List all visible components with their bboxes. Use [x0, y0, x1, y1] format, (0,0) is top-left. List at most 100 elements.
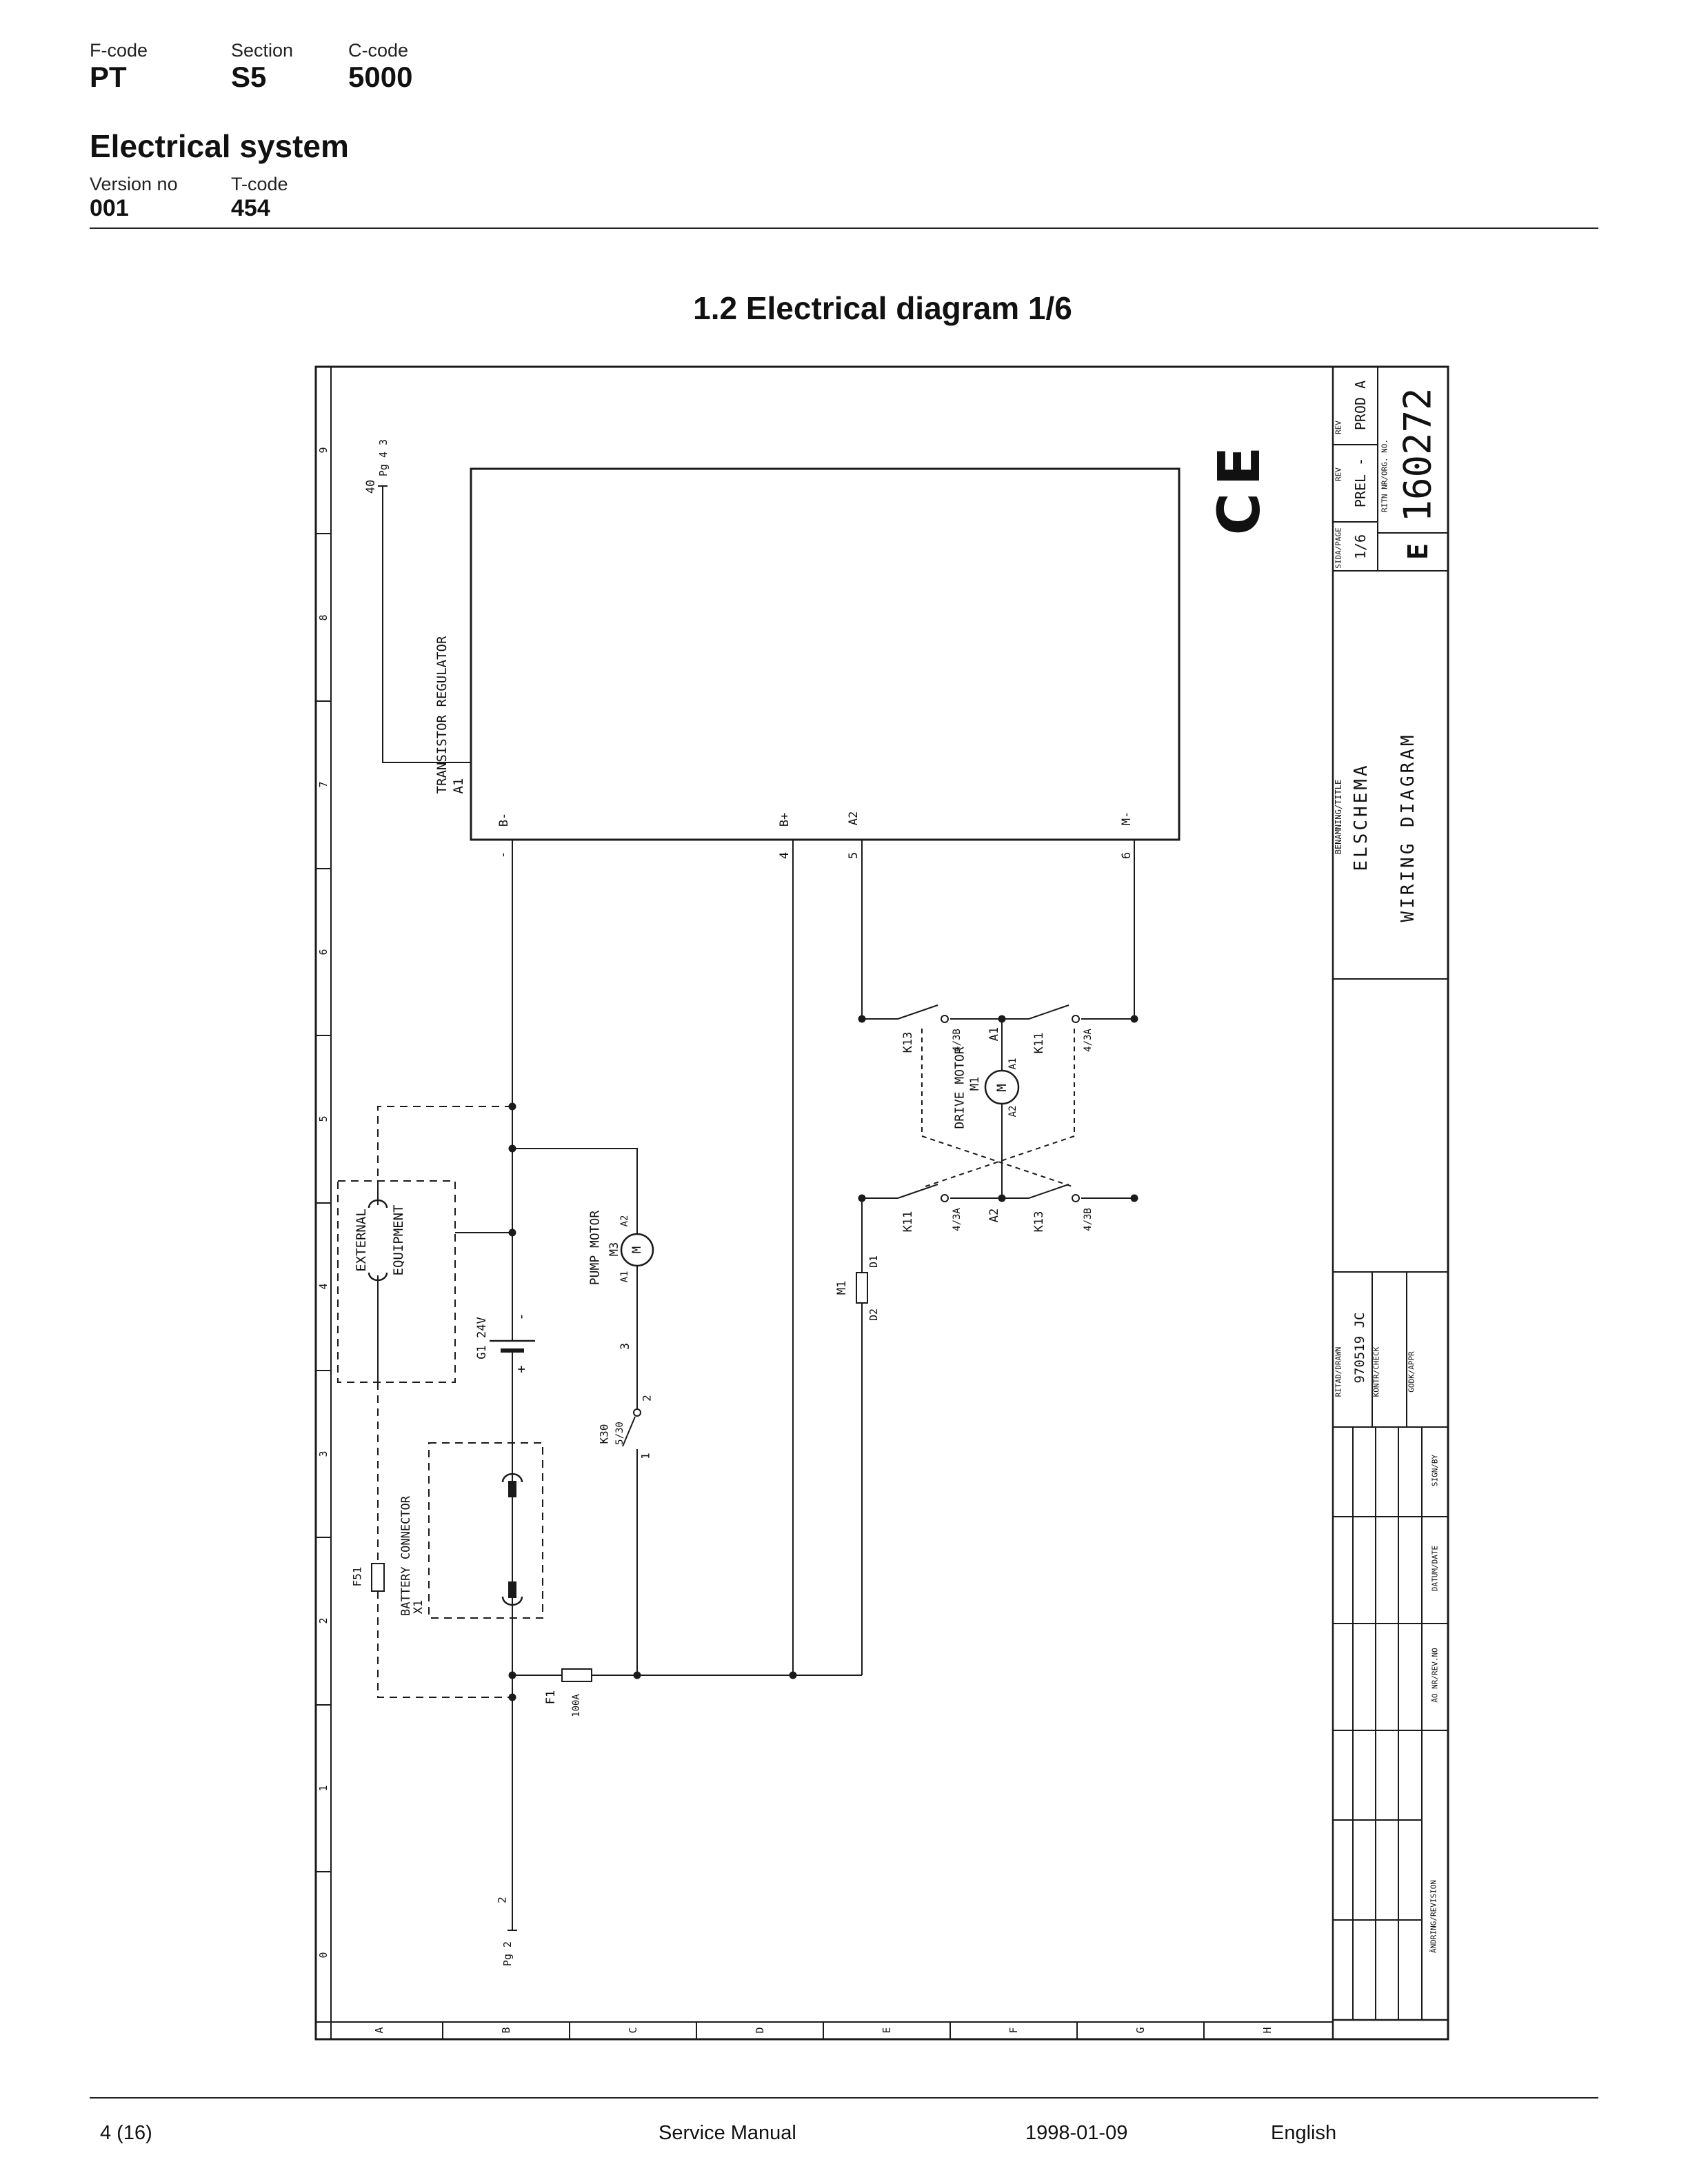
fuse-f51: F51 — [350, 1566, 364, 1587]
version-value: 001 — [90, 195, 129, 221]
suppressor-body — [856, 1272, 868, 1304]
wire-40-number: 40 — [364, 479, 378, 494]
wires — [377, 485, 1135, 1931]
sign-by-label: SIGN/BY — [1430, 1454, 1440, 1487]
drawing-number: 160272 — [1396, 387, 1440, 523]
grid-row-1: 1 — [317, 1785, 330, 1792]
title-swedish: ELSCHEMA — [1351, 762, 1372, 871]
contact-k13-bottom-ref: 4/3B — [1083, 1208, 1094, 1231]
drive-motor-designator: M1 — [968, 1076, 982, 1091]
ce-mark: CE — [1205, 439, 1273, 536]
contact-k11-bottom: K11 — [901, 1211, 915, 1233]
terminal-m-minus: M- — [1120, 811, 1134, 826]
wire-40-page-ref: Pg 4 3 — [377, 438, 390, 477]
external-contact-lower — [368, 1272, 388, 1282]
fuse-f51-body — [371, 1563, 385, 1592]
footer-doc: Service Manual — [659, 2122, 796, 2144]
bridge-node-a2: A2 — [987, 1208, 1001, 1223]
title-block-grid — [1332, 367, 1448, 2039]
frame-grid-strips — [316, 367, 1333, 2039]
battery-connector-box — [428, 1442, 543, 1619]
transistor-regulator-box — [470, 467, 1180, 841]
grid-row-6: 6 — [317, 949, 330, 956]
x1-pin-lower — [508, 1581, 516, 1598]
drawing-frame — [314, 365, 1449, 2041]
connector-x1: X1 — [412, 1599, 425, 1615]
fuse-f1: F1 — [544, 1690, 558, 1705]
footer-rule — [90, 2097, 1598, 2099]
transistor-regulator-label: TRANSISTOR REGULATOR — [434, 636, 450, 794]
fuse-f1-body — [561, 1668, 592, 1682]
system-title: Electrical system — [90, 128, 349, 164]
dashed-wires — [337, 1029, 1075, 1698]
wire-6-number: 6 — [1120, 851, 1134, 860]
wire-external-terminal1 — [377, 1106, 512, 1181]
terminal-b-minus: B- — [497, 812, 511, 827]
tcode-label: T-code — [231, 174, 288, 194]
switch-k30-ref: 5/30 — [614, 1422, 625, 1445]
section-value: S5 — [231, 61, 267, 93]
grid-row-9: 9 — [317, 447, 330, 454]
k13-top-blade — [897, 1004, 938, 1020]
battery-g1: G1 24V — [475, 1317, 489, 1359]
terminal-a2: A2 — [847, 811, 861, 826]
k30-terminal-1: 1 — [639, 1453, 652, 1459]
x1-contact-upper-arc — [501, 1473, 523, 1483]
pump-motor-m: M — [630, 1246, 644, 1254]
grid-col-E: E — [881, 2027, 893, 2034]
page-number: 1/6 — [1352, 534, 1369, 560]
x1-pin-upper — [508, 1481, 516, 1497]
pump-motor-a1: A1 — [619, 1271, 630, 1283]
ritad-label: RITAD/DRAWN — [1334, 1346, 1343, 1397]
diode-d1: D1 — [867, 1255, 880, 1268]
footer-lang: English — [1271, 2122, 1337, 2144]
battery-minus: - — [514, 1313, 529, 1321]
grid-col-D: D — [754, 2027, 766, 2034]
equipment-label: EQUIPMENT — [391, 1204, 406, 1276]
grid-row-8: 8 — [317, 614, 330, 621]
contact-k13-bottom: K13 — [1032, 1211, 1046, 1233]
pump-motor-designator: M3 — [607, 1242, 621, 1257]
suppressor-m1: M1 — [835, 1280, 849, 1295]
fcode-label: F-code — [90, 40, 148, 61]
fcode-value: PT — [90, 61, 127, 93]
drive-motor-label: DRIVE MOTOR — [952, 1046, 967, 1129]
sida-page-label: SIDA/PAGE — [1334, 527, 1343, 569]
benamning-label: BENÄMNING/TITLE — [1334, 779, 1343, 855]
grid-col-B: B — [500, 2027, 512, 2034]
version-label: Version no — [90, 174, 178, 194]
wire-2-number: 2 — [495, 1897, 509, 1903]
drawn-value: 970519 JC — [1352, 1312, 1367, 1384]
title-english: WIRING DIAGRAM — [1398, 732, 1418, 922]
contact-k11-top-ref: 4/3A — [1083, 1029, 1094, 1052]
regulator-designator: A1 — [451, 778, 466, 794]
rev-value-prod: PROD A — [1352, 380, 1369, 431]
k11-bottom-blade — [897, 1184, 938, 1199]
section-label: Section — [231, 40, 294, 61]
ccode-value: 5000 — [348, 61, 413, 93]
k11-top-blade — [1028, 1004, 1069, 1020]
grid-row-3: 3 — [317, 1450, 330, 1457]
drive-motor-m: M — [994, 1084, 1009, 1092]
tcode-value: 454 — [231, 195, 270, 221]
battery-connector-label: BATTERY CONNECTOR — [399, 1496, 413, 1616]
connector-contacts — [368, 1199, 523, 1606]
andring-revision-label: ÄNDRING/REVISION — [1429, 1880, 1438, 1953]
switch-k30: K30 — [597, 1424, 611, 1444]
grid-col-G: G — [1134, 2027, 1147, 2034]
ccode-label: C-code — [348, 40, 409, 61]
wire-2-page-ref: Pg 2 — [501, 1941, 514, 1967]
battery-plus: + — [514, 1365, 529, 1373]
external-label: EXTERNAL — [354, 1209, 369, 1272]
grid-row-4: 4 — [317, 1283, 330, 1290]
drive-motor-a2: A2 — [1007, 1105, 1018, 1118]
footer-page: 4 (16) — [100, 2122, 152, 2144]
grid-row-5: 5 — [317, 1115, 330, 1122]
k30-terminal-2: 2 — [640, 1395, 654, 1402]
wire-external-return — [377, 1591, 512, 1698]
rev-value-prel: PREL - — [1352, 457, 1369, 508]
x1-contact-lower-arc — [501, 1596, 523, 1606]
company-logo: E — [1403, 543, 1434, 560]
